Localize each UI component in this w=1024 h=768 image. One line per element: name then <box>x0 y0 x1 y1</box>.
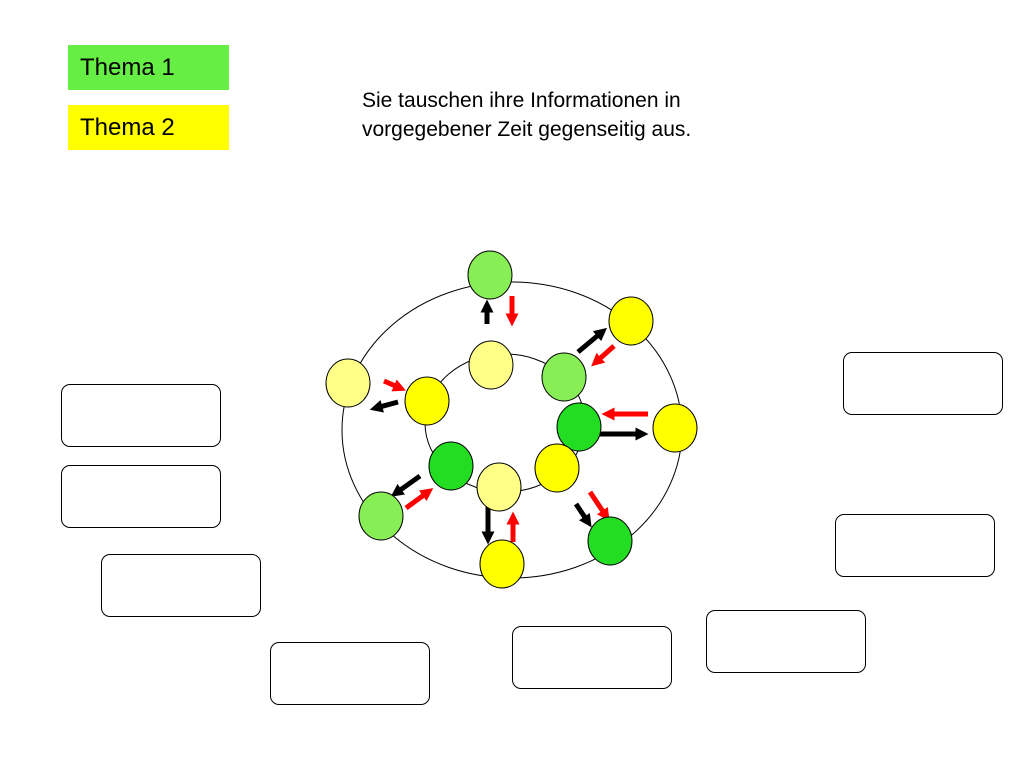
instruction-text: Sie tauschen ihre Informationen in vorge… <box>362 86 802 144</box>
arrow-black-bottom-right <box>573 502 592 528</box>
arrow-black-bottom-left <box>390 473 422 497</box>
outer-node-top <box>467 250 513 300</box>
outer-node-right <box>652 403 698 453</box>
empty-text-box-4[interactable] <box>270 642 430 705</box>
empty-text-box-7[interactable] <box>835 514 995 577</box>
legend-thema-1-label: Thema 1 <box>80 54 175 81</box>
inner-node-top <box>468 340 514 390</box>
empty-text-box-6[interactable] <box>706 610 866 673</box>
inner-node-left <box>404 376 450 426</box>
inner-node-bottom-left <box>428 441 474 491</box>
empty-text-box-3[interactable] <box>101 554 261 617</box>
instruction-line-2: vorgegebener Zeit gegenseitig aus. <box>362 118 692 141</box>
arrow-red-bottom-left <box>404 488 434 511</box>
outer-node-bottom <box>479 539 525 589</box>
legend-thema-1: Thema 1 <box>68 45 229 90</box>
arrow-black-top-right <box>576 327 607 354</box>
inner-node-top-right <box>541 352 587 402</box>
empty-text-box-8[interactable] <box>843 352 1003 415</box>
empty-text-box-5[interactable] <box>512 626 672 689</box>
legend-thema-2-label: Thema 2 <box>80 114 175 141</box>
inner-node-bottom-right <box>534 443 580 493</box>
inner-node-bottom <box>476 462 522 512</box>
arrow-red-bottom-right <box>587 490 610 522</box>
instruction-line-1: Sie tauschen ihre Informationen in <box>362 89 681 112</box>
outer-node-bottom-left <box>358 491 404 541</box>
outer-node-left <box>325 358 371 408</box>
arrow-black-left <box>369 399 399 413</box>
empty-text-box-2[interactable] <box>61 465 221 528</box>
legend-thema-2: Thema 2 <box>68 105 229 150</box>
inner-node-right <box>556 402 602 452</box>
outer-node-bottom-right <box>587 516 633 566</box>
empty-text-box-1[interactable] <box>61 384 221 447</box>
arrow-red-left <box>382 378 406 392</box>
outer-node-top-right <box>608 296 654 346</box>
arrow-red-top-right <box>591 344 616 367</box>
